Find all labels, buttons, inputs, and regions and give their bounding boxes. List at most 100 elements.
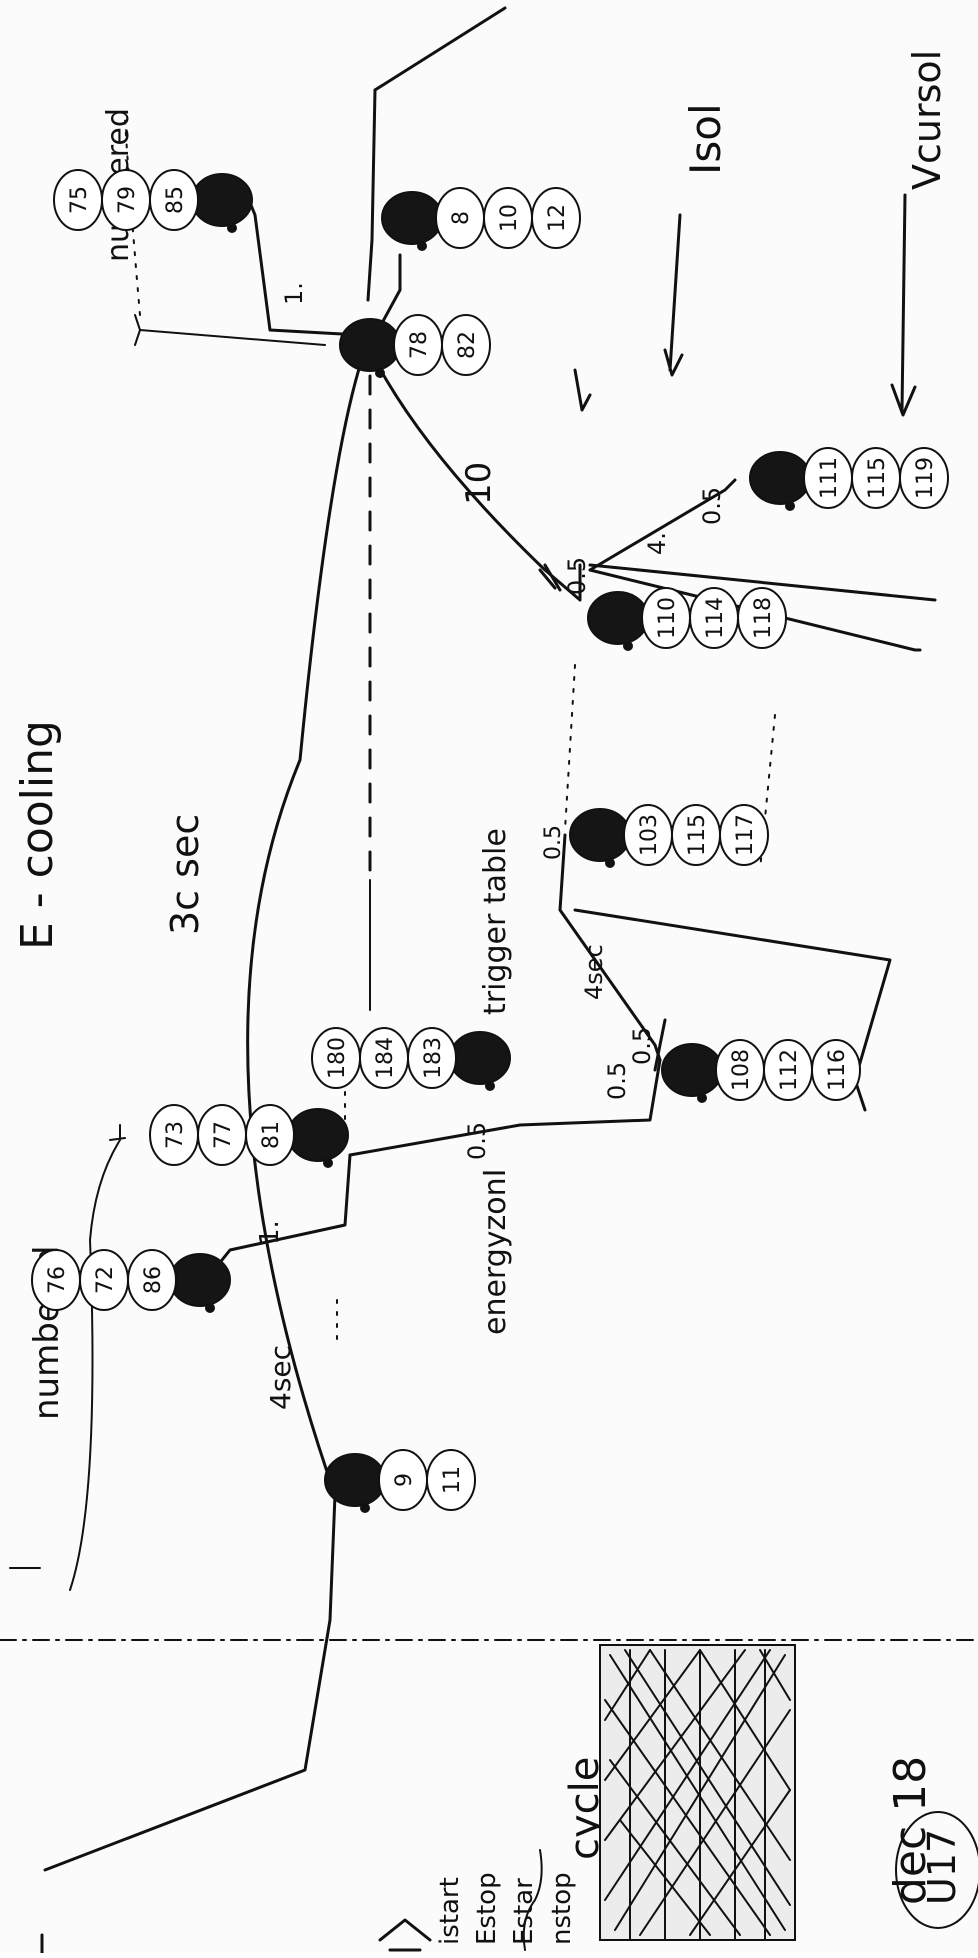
arrow-isol — [665, 215, 682, 375]
node-anchor-dot — [360, 1503, 370, 1513]
node-anchor-dot — [323, 1158, 333, 1168]
node-anchor-dot — [485, 1081, 495, 1091]
node-anchor-dot — [785, 501, 795, 511]
energy-zone-label: energyzonI — [478, 1169, 513, 1336]
value-node-label: 73 — [163, 1121, 188, 1149]
cycle-row: Estop — [472, 1872, 502, 1945]
corner-glyph — [380, 1920, 430, 1950]
v-cursol-label: Vcursol — [905, 50, 949, 190]
ramp-lower-left — [45, 1495, 335, 1870]
value-node-label: 85 — [163, 186, 188, 214]
value-node-label: 116 — [825, 1049, 850, 1091]
timing-label: 4sec — [264, 1345, 297, 1410]
timing-label: 4sec — [580, 944, 608, 1000]
value-node-label: 81 — [259, 1121, 284, 1149]
value-node-label: 118 — [751, 597, 776, 639]
node-anchor-dot — [697, 1093, 707, 1103]
node-stack-s6: 103 115 117 — [570, 805, 768, 868]
node-stack-s9: 78 82 — [340, 315, 490, 378]
value-node-label: 10 — [497, 204, 522, 232]
node-stack-s4: 9 11 — [325, 1450, 475, 1513]
value-node-label: 119 — [913, 457, 938, 499]
diagram-title: E - cooling — [12, 720, 63, 950]
node-anchor-dot — [227, 223, 237, 233]
filled-node — [288, 1109, 348, 1161]
value-node-label: 108 — [729, 1049, 754, 1091]
value-node-label: 115 — [685, 814, 710, 856]
node-stack-s3: 183 184 180 — [312, 1028, 510, 1091]
node-anchor-dot — [417, 241, 427, 251]
filled-node — [662, 1044, 722, 1096]
node-stack-s10: 8 10 12 — [382, 188, 580, 251]
value-node-label: 184 — [373, 1037, 398, 1079]
value-node-label: 86 — [141, 1266, 166, 1294]
filled-node — [325, 1454, 385, 1506]
filled-node — [750, 452, 810, 504]
filled-node — [170, 1254, 230, 1306]
trigger-label: trigger table — [478, 828, 513, 1015]
timing-label: 1. — [280, 282, 308, 305]
value-node-label: 112 — [777, 1049, 802, 1091]
timing-label: 0.5 — [563, 557, 591, 595]
circled-code-label: U17 — [920, 1829, 964, 1905]
link-s1-s2 — [210, 1155, 350, 1275]
filled-node — [570, 809, 630, 861]
cycle-row: istart — [435, 1877, 465, 1945]
timing-label: 0.5 — [541, 825, 566, 860]
value-node-label: 103 — [637, 814, 662, 856]
value-node-label: 77 — [211, 1121, 236, 1149]
i-sol-label: Isol — [681, 103, 730, 175]
value-node-label: 75 — [67, 186, 92, 214]
scribbled-block — [600, 1645, 795, 1940]
value-node-label: 72 — [93, 1266, 118, 1294]
node-stack-s7: 110 114 118 — [588, 588, 786, 651]
cycle-row: nstop — [547, 1872, 577, 1945]
value-node-label: 114 — [703, 597, 728, 639]
timing-label: 0.5 — [698, 487, 726, 525]
value-node-label: 8 — [449, 211, 474, 225]
value-node-label: 79 — [115, 186, 140, 214]
value-node-label: 183 — [421, 1037, 446, 1079]
node-stack-s8: 111 115 119 — [750, 448, 948, 511]
value-node-label: 82 — [455, 331, 480, 359]
main-curve — [248, 350, 365, 1495]
link-s5-s6 — [560, 835, 660, 1060]
value-node-label: 110 — [655, 597, 680, 639]
value-node-label: 115 — [865, 457, 890, 499]
timing-label: 1. — [255, 1220, 285, 1245]
time-span-label: 3c sec — [163, 814, 207, 935]
node-anchor-dot — [605, 858, 615, 868]
node-stack-s11: 85 79 75 — [54, 170, 252, 233]
value-node-label: 111 — [817, 457, 842, 499]
timing-label: 0.5 — [628, 1027, 656, 1065]
dots-s7-s6b — [565, 665, 575, 830]
timing-label: 4. — [643, 532, 671, 555]
node-anchor-dot — [375, 368, 385, 378]
value-node-label: 12 — [545, 204, 570, 232]
value-node-label: 11 — [440, 1466, 465, 1494]
filled-node — [382, 192, 442, 244]
filled-node — [340, 319, 400, 371]
value-node-label: 76 — [45, 1266, 70, 1294]
ramp-top-right — [375, 8, 505, 90]
arrow-vcursol — [892, 195, 915, 415]
filled-node — [588, 592, 648, 644]
ten-label: 10 — [459, 462, 499, 505]
filled-node — [192, 174, 252, 226]
value-node-label: 117 — [733, 814, 758, 856]
value-node-label: 9 — [392, 1473, 417, 1487]
node-stack-s1: 86 72 76 — [32, 1250, 230, 1313]
value-node-label: 78 — [407, 331, 432, 359]
cycle-rows: istart Estop Estar nstop — [435, 1872, 577, 1945]
timing-label: 0.5 — [463, 1122, 491, 1160]
timing-label: 0.5 — [603, 1062, 631, 1100]
value-node-label: 180 — [325, 1037, 350, 1079]
node-anchor-dot — [623, 641, 633, 651]
numbered-bracket-left — [70, 1125, 125, 1590]
ramp-upper — [368, 90, 375, 300]
filled-node — [450, 1032, 510, 1084]
arrow-s9 — [575, 370, 590, 410]
node-anchor-dot — [205, 1303, 215, 1313]
